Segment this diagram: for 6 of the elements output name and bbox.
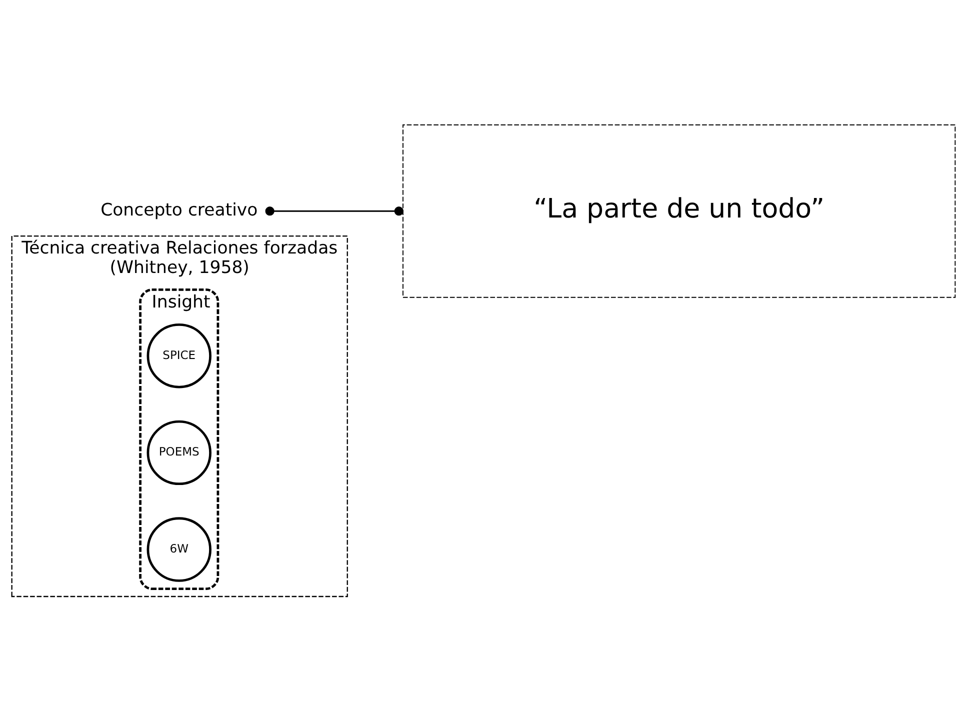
node-circle: 6W [146, 516, 212, 582]
node-circle: POEMS [146, 420, 212, 485]
node-box: “La parte de un todo” [402, 124, 956, 298]
connector [265, 206, 404, 216]
node-circle: SPICE [146, 323, 212, 388]
node-text: Concepto creativo [100, 200, 258, 220]
